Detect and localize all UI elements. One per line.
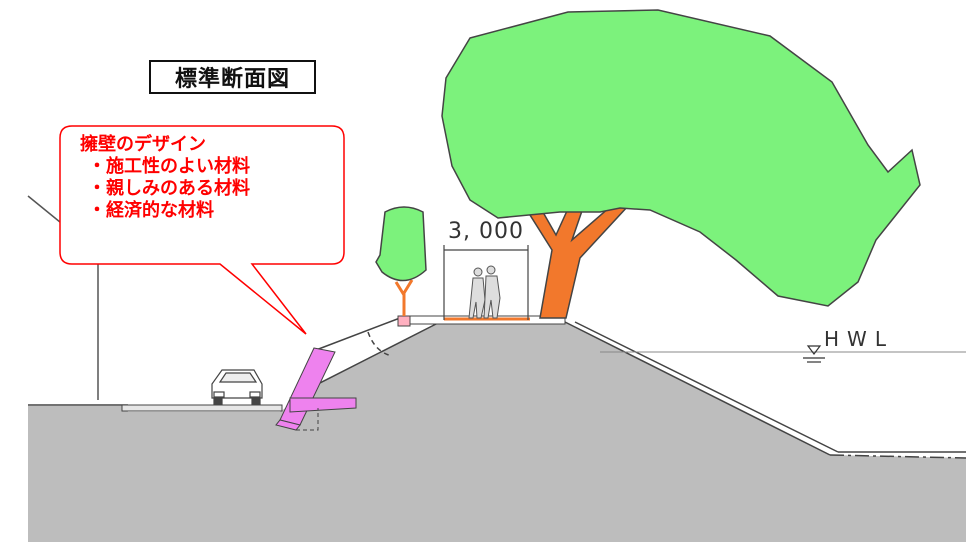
callout-item: ・経済的な材料: [88, 200, 214, 221]
left-slope-lines: [315, 317, 441, 386]
callout-text: 擁壁のデザイン ・施工性のよい材料 ・親しみのある材料 ・経済的な材料: [80, 134, 340, 222]
walkway-width-label: 3, 000: [448, 219, 524, 244]
car-icon: [211, 369, 263, 405]
dimension-marker: [443, 245, 529, 320]
page-title: 標準断面図: [149, 60, 316, 94]
hwl-label: HWL: [824, 327, 894, 351]
wall-dashed-outline: [296, 408, 319, 431]
callout-item: ・施工性のよい材料: [88, 156, 250, 177]
small-tree: [375, 206, 427, 327]
pedestrians-icon: [468, 265, 501, 319]
callout-bubble: [59, 125, 345, 335]
river-slope-lines: [564, 321, 966, 459]
water-level-symbol: [803, 345, 825, 363]
road-surface: [28, 404, 283, 412]
large-tree: [441, 9, 921, 319]
ground-embankment: [28, 322, 966, 542]
callout-heading: 擁壁のデザイン: [80, 134, 206, 155]
callout-item: ・親しみのある材料: [88, 178, 250, 199]
